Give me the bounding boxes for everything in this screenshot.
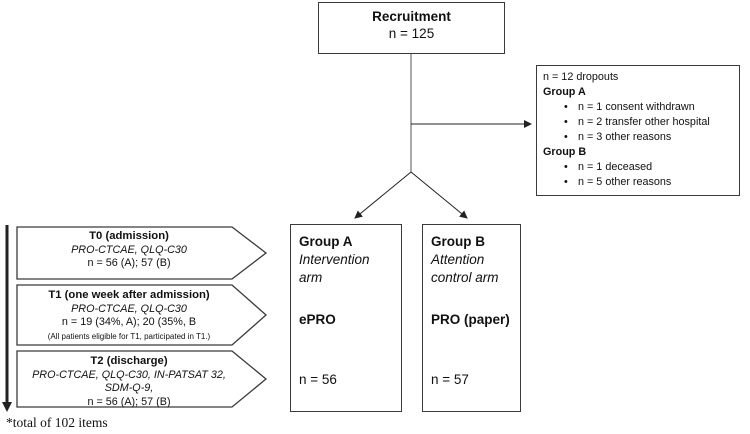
recruitment-title: Recruitment bbox=[372, 9, 451, 24]
list-item: n = 3 other reasons bbox=[543, 130, 739, 145]
list-item: n = 5 other reasons bbox=[543, 175, 739, 190]
dropout-group-b-list: n = 1 deceased n = 5 other reasons bbox=[543, 160, 739, 190]
group-b-box: Group B Attention control arm PRO (paper… bbox=[422, 224, 521, 412]
group-a-subtitle: Intervention arm bbox=[299, 252, 370, 285]
dropout-group-a-list: n = 1 consent withdrawn n = 2 transfer o… bbox=[543, 100, 739, 145]
group-b-tool: PRO (paper) bbox=[431, 312, 510, 327]
recruitment-box: Recruitment n = 125 bbox=[318, 2, 505, 54]
t0-title: T0 (admission) bbox=[89, 230, 169, 242]
group-a-title: Group A bbox=[299, 234, 353, 249]
arrow-group-a bbox=[354, 171, 412, 219]
timepoint-t2: T2 (discharge) PRO-CTCAE, QLQ-C30, IN-PA… bbox=[20, 355, 238, 409]
t2-title: T2 (discharge) bbox=[90, 355, 168, 367]
list-item: n = 2 transfer other hospital bbox=[543, 115, 739, 130]
t1-shape bbox=[16, 284, 267, 346]
dropout-box: n = 12 dropouts Group A n = 1 consent wi… bbox=[536, 65, 740, 196]
timepoint-t0: T0 (admission) PRO-CTCAE, QLQ-C30 n = 56… bbox=[20, 230, 238, 271]
footnote: *total of 102 items bbox=[6, 415, 108, 430]
dropout-summary: n = 12 dropouts bbox=[543, 71, 619, 83]
list-item: n = 1 deceased bbox=[543, 160, 739, 175]
timepoint-t1: T1 (one week after admission) PRO-CTCAE,… bbox=[20, 289, 238, 343]
t2-count: n = 56 (A); 57 (B) bbox=[87, 395, 171, 408]
group-a-box: Group A Intervention arm ePRO n = 56 bbox=[290, 224, 402, 412]
group-a-tool: ePRO bbox=[299, 312, 336, 327]
dropout-group-b-label: Group B bbox=[543, 146, 587, 158]
t1-instruments: PRO-CTCAE, QLQ-C30 bbox=[71, 302, 187, 315]
timeline-arrowhead bbox=[2, 402, 12, 412]
group-b-title: Group B bbox=[431, 234, 485, 249]
arrow-group-b bbox=[410, 171, 468, 219]
dropout-group-a-label: Group A bbox=[543, 86, 586, 98]
t1-count: n = 19 (34%, A); 20 (35%, B bbox=[61, 316, 197, 328]
t2-shape bbox=[16, 350, 268, 408]
t0-shape bbox=[16, 226, 268, 280]
t0-instruments: PRO-CTCAE, QLQ-C30 bbox=[71, 243, 187, 256]
group-b-subtitle: Attention control arm bbox=[431, 252, 499, 285]
list-item: n = 1 consent withdrawn bbox=[543, 100, 739, 115]
recruitment-count: n = 125 bbox=[388, 26, 435, 41]
t0-count: n = 56 (A); 57 (B) bbox=[87, 257, 171, 269]
t1-title: T1 (one week after admission) bbox=[48, 289, 210, 301]
t1-note: (All patients eligible for T1, participa… bbox=[47, 331, 211, 341]
group-a-count: n = 56 bbox=[299, 372, 337, 387]
group-b-count: n = 57 bbox=[431, 372, 469, 387]
t2-instruments: PRO-CTCAE, QLQ-C30, IN-PATSAT 32, SDM-Q-… bbox=[32, 368, 226, 395]
